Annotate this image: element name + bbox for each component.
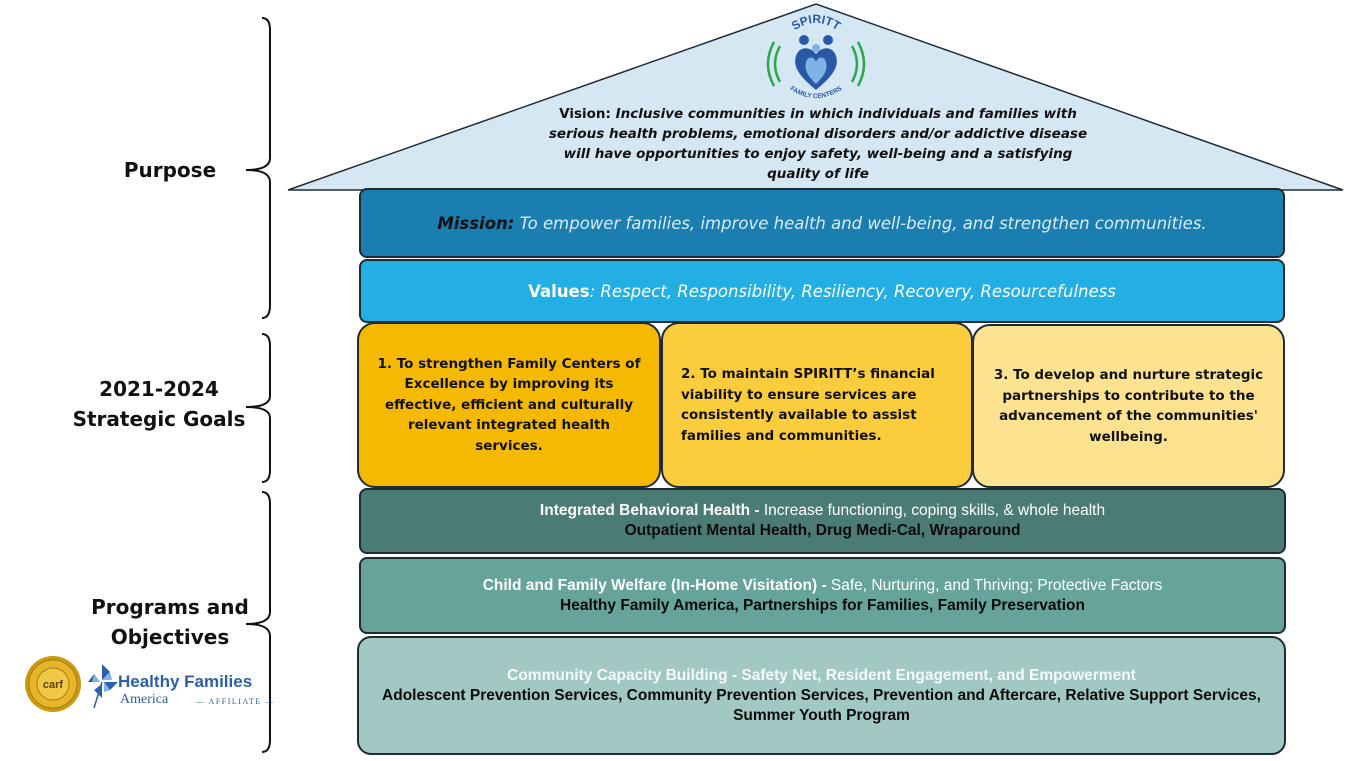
purpose-label: Purpose xyxy=(123,158,217,182)
goal-1-text: 1. To strengthen Family Centers of Excel… xyxy=(377,355,641,454)
mission-row: Mission: To empower families, improve he… xyxy=(359,188,1285,258)
goal-3-text: 3. To develop and nurture strategic part… xyxy=(993,367,1264,445)
programs-brace xyxy=(245,491,271,753)
goal-2-text: 2. To maintain SPIRITT’s financial viabi… xyxy=(681,366,935,444)
mission-text: To empower families, improve health and … xyxy=(514,213,1207,233)
program-list: Healthy Family America, Partnerships for… xyxy=(560,596,1085,614)
mission-label: Mission: xyxy=(437,213,515,233)
program-integrated-behavioral-health: Integrated Behavioral Health - Increase … xyxy=(359,488,1286,554)
program-desc: Safe, Nurturing, and Thriving; Protectiv… xyxy=(830,576,1163,594)
pinwheel-icon xyxy=(88,664,118,709)
purpose-brace xyxy=(245,17,271,319)
program-title: Child and Family Welfare (In-Home Visita… xyxy=(482,576,831,594)
carf-text: carf xyxy=(43,679,64,691)
hfa-affiliate: — AFFILIATE — xyxy=(196,697,275,706)
vision-statement: Vision: Inclusive communities in which i… xyxy=(548,104,1088,184)
logo-name: SPIRITT xyxy=(789,12,844,33)
program-community-capacity-building: Community Capacity Building - Safety Net… xyxy=(357,636,1286,755)
hfa-name: Healthy Families xyxy=(118,672,253,691)
values-text: : Respect, Responsibility, Resiliency, R… xyxy=(589,281,1116,301)
program-title: Integrated Behavioral Health - xyxy=(539,502,764,519)
carf-accreditation-seal: carf xyxy=(25,656,81,712)
strategic-goal-3: 3. To develop and nurture strategic part… xyxy=(972,324,1285,488)
program-list: Outpatient Mental Health, Drug Medi-Cal,… xyxy=(624,522,1021,539)
goals-brace xyxy=(245,333,271,483)
program-list: Adolescent Prevention Services, Communit… xyxy=(382,686,1261,724)
program-title: Community Capacity Building - Safety Net… xyxy=(507,666,1136,684)
strategic-goals-label: 2021-2024 Strategic Goals xyxy=(72,377,246,431)
section-braces xyxy=(245,17,271,753)
programs-objectives-label: Programs and Objectives xyxy=(91,595,249,649)
vision-text: Inclusive communities in which individua… xyxy=(548,106,1088,182)
strategic-goal-1: 1. To strengthen Family Centers of Excel… xyxy=(357,322,661,488)
program-desc: Increase functioning, coping skills, & w… xyxy=(763,502,1106,519)
strategic-goal-2: 2. To maintain SPIRITT’s financial viabi… xyxy=(661,322,973,488)
svg-text:SPIRITT: SPIRITT xyxy=(789,12,844,33)
hfa-sub: America xyxy=(120,692,169,707)
values-label: Values xyxy=(528,281,590,301)
values-row: Values: Respect, Responsibility, Resilie… xyxy=(359,259,1285,323)
spiritt-logo: SPIRITT FAMILY CENTERS xyxy=(766,12,866,100)
program-child-family-welfare: Child and Family Welfare (In-Home Visita… xyxy=(359,557,1286,634)
vision-label: Vision: xyxy=(559,106,616,122)
